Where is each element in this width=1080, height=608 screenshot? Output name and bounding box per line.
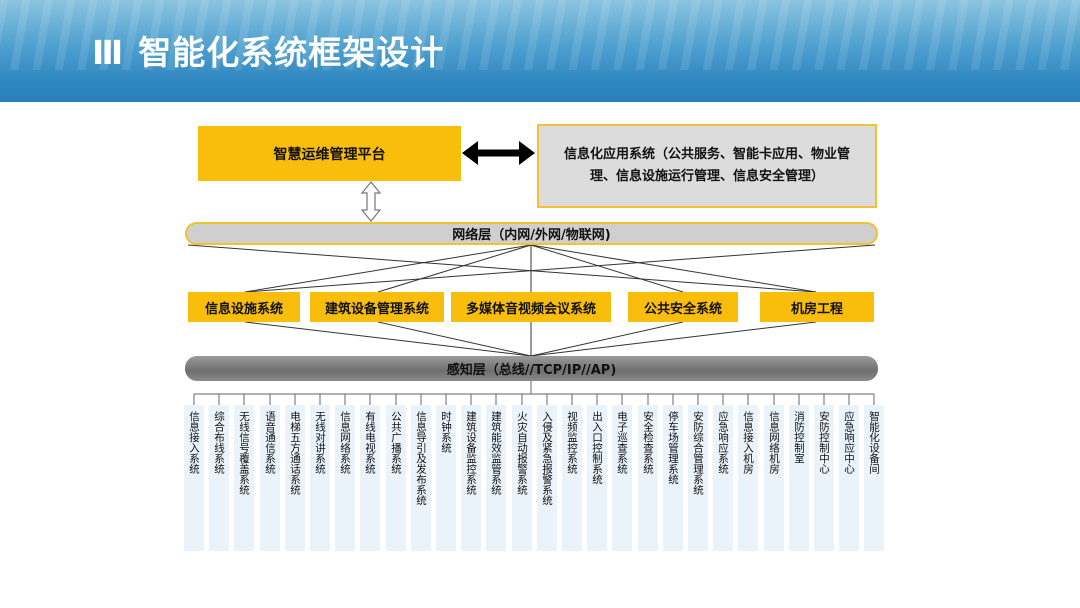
leaf-system-label: 出入口控制系统 xyxy=(591,411,603,485)
leaf-system-box: 建筑能效监管系统 xyxy=(486,405,506,551)
leaf-system-label: 信息网络系统 xyxy=(339,411,351,474)
leaf-system-box: 火灾自动报警系统 xyxy=(512,405,532,551)
title-text: 智能化系统框架设计 xyxy=(138,33,445,72)
subsystem-info-facility: 信息设施系统 xyxy=(188,292,300,322)
leaf-system-label: 应急响应中心 xyxy=(843,411,855,474)
leaf-system-label: 信息接入机房 xyxy=(742,411,754,474)
leaf-system-box: 出入口控制系统 xyxy=(587,405,607,551)
leaf-system-label: 信息网络机房 xyxy=(768,411,780,474)
leaf-system-box: 智能化设备间 xyxy=(864,405,884,551)
leaf-system-box: 入侵及紧急报警系统 xyxy=(537,405,557,551)
leaf-system-box: 应急响应中心 xyxy=(839,405,859,551)
leaf-system-box: 信息接入系统 xyxy=(184,405,204,551)
network-layer-bar: 网络层（内网/外网/物联网) xyxy=(185,222,878,245)
leaf-system-box: 安防综合管理系统 xyxy=(688,405,708,551)
slide-title: Ⅲ 智能化系统框架设计 xyxy=(92,28,444,78)
leaf-system-label: 时钟系统 xyxy=(440,411,452,453)
applications-box: 信息化应用系统（公共服务、智能卡应用、物业管理、信息设施运行管理、信息安全管理） xyxy=(537,124,877,208)
leaf-system-label: 公共广播系统 xyxy=(390,411,402,474)
double-arrow-horizontal xyxy=(462,141,535,165)
leaf-system-label: 有线电视系统 xyxy=(364,411,376,474)
subsystem-machine-room: 机房工程 xyxy=(760,292,874,322)
leaf-system-label: 应急响应系统 xyxy=(717,411,729,474)
leaf-system-label: 无线对讲系统 xyxy=(314,411,326,474)
leaf-system-box: 电梯五方通话系统 xyxy=(285,405,305,551)
leaf-system-label: 电子巡查系统 xyxy=(616,411,628,474)
leaf-system-label: 信息导引及发布系统 xyxy=(415,411,427,506)
leaf-system-label: 无线信号覆盖系统 xyxy=(238,411,250,495)
leaf-system-box: 消防控制室 xyxy=(789,405,809,551)
leaf-system-box: 综合布线系统 xyxy=(209,405,229,551)
sensing-layer-bar: 感知层（总线//TCP/IP//AP) xyxy=(185,356,878,381)
leaf-system-box: 应急响应系统 xyxy=(713,405,733,551)
leaf-system-label: 信息接入系统 xyxy=(188,411,200,474)
leaf-system-box: 视频监控系统 xyxy=(562,405,582,551)
distribution-bracket xyxy=(193,381,875,405)
fan-lines-sensing xyxy=(244,321,817,357)
leaf-system-box: 语音通信系统 xyxy=(260,405,280,551)
platform-box: 智慧运维管理平台 xyxy=(198,126,461,181)
leaf-system-box: 有线电视系统 xyxy=(360,405,380,551)
leaf-system-box: 无线信号覆盖系统 xyxy=(234,405,254,551)
leaf-system-box: 电子巡查系统 xyxy=(612,405,632,551)
leaf-system-box: 时钟系统 xyxy=(436,405,456,551)
leaf-system-label: 安防综合管理系统 xyxy=(692,411,704,495)
fan-lines-network xyxy=(187,244,876,293)
leaf-system-label: 安防控制中心 xyxy=(818,411,830,474)
leaf-system-box: 公共广播系统 xyxy=(386,405,406,551)
leaf-system-label: 视频监控系统 xyxy=(566,411,578,474)
leaf-system-box: 停车场管理系统 xyxy=(663,405,683,551)
leaf-system-box: 建筑设备监控系统 xyxy=(461,405,481,551)
leaf-system-box: 安全检查系统 xyxy=(638,405,658,551)
subsystem-building-equipment: 建筑设备管理系统 xyxy=(310,292,444,322)
leaf-system-box: 信息接入机房 xyxy=(738,405,758,551)
leaf-system-label: 建筑设备监控系统 xyxy=(465,411,477,495)
leaf-system-box: 无线对讲系统 xyxy=(310,405,330,551)
leaf-system-box: 信息网络系统 xyxy=(335,405,355,551)
leaf-system-label: 建筑能效监管系统 xyxy=(490,411,502,495)
subsystem-public-safety: 公共安全系统 xyxy=(628,292,738,322)
subsystem-multimedia-conference: 多媒体音视频会议系统 xyxy=(451,292,611,322)
leaf-system-label: 智能化设备间 xyxy=(868,411,880,474)
leaf-system-label: 消防控制室 xyxy=(793,411,805,464)
leaf-system-label: 火灾自动报警系统 xyxy=(516,411,528,495)
leaf-system-label: 电梯五方通话系统 xyxy=(289,411,301,495)
leaf-system-label: 语音通信系统 xyxy=(264,411,276,474)
double-arrow-vertical xyxy=(360,181,382,222)
leaf-system-label: 综合布线系统 xyxy=(213,411,225,474)
section-number: Ⅲ xyxy=(92,33,125,72)
leaf-system-label: 安全检查系统 xyxy=(642,411,654,474)
leaf-system-label: 入侵及紧急报警系统 xyxy=(541,411,553,506)
slide-header: Ⅲ 智能化系统框架设计 xyxy=(0,0,1080,102)
leaf-system-box: 信息网络机房 xyxy=(764,405,784,551)
leaf-system-box: 信息导引及发布系统 xyxy=(411,405,431,551)
leaf-system-box: 安防控制中心 xyxy=(814,405,834,551)
leaf-system-label: 停车场管理系统 xyxy=(667,411,679,485)
